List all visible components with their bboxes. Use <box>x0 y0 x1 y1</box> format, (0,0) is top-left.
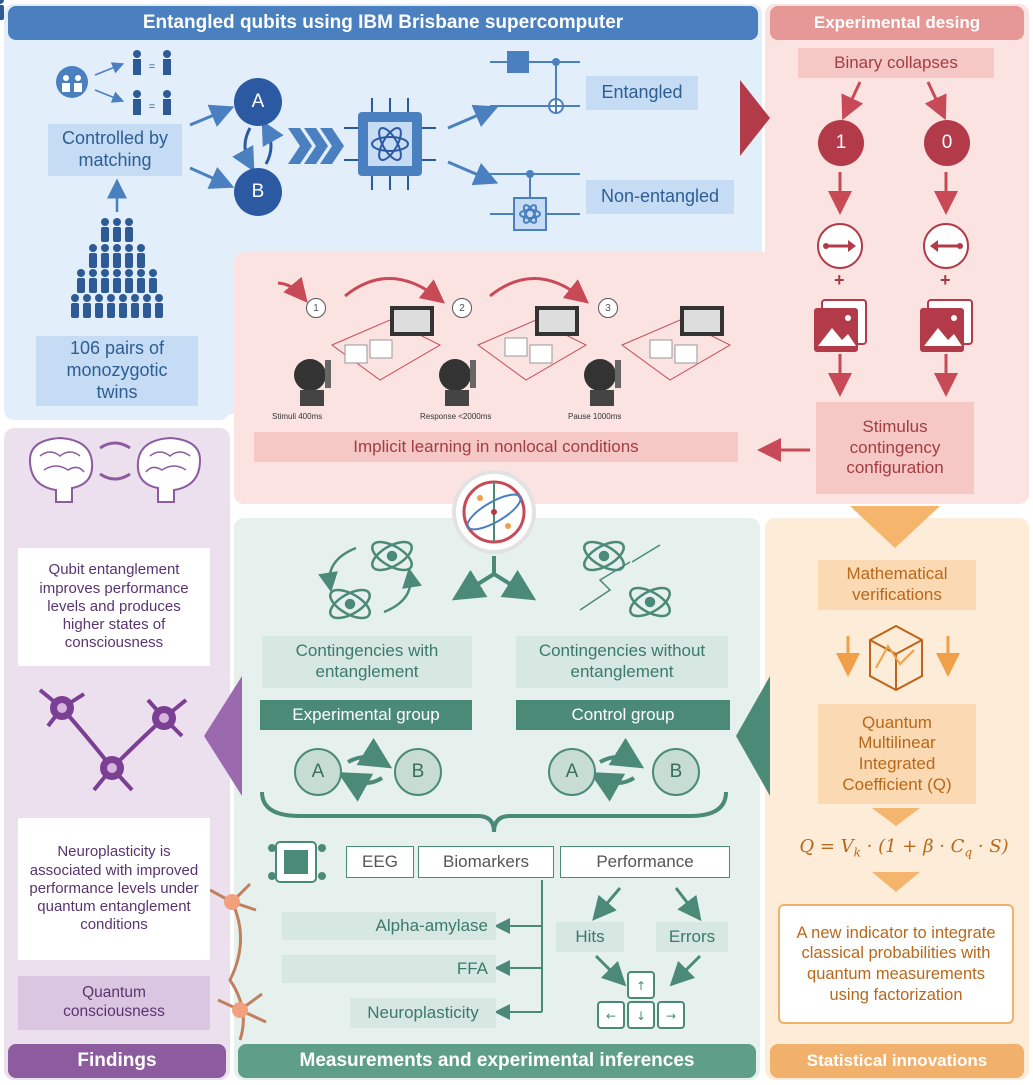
svg-text:↓: ↓ <box>636 1009 646 1023</box>
implicit-learning: Implicit learning in nonlocal conditions <box>254 432 738 462</box>
pause-scene <box>584 306 732 406</box>
non-entangled-circuit-icon <box>490 170 580 231</box>
indicator-box: A new indicator to integrate classical p… <box>778 904 1014 1024</box>
step-2-label: Response <2000ms <box>420 412 492 421</box>
quantum-chip-icon <box>344 98 436 190</box>
purple-panel <box>4 428 230 1080</box>
control-group: Control group <box>516 700 730 730</box>
title-top-left: Entangled qubits using IBM Brisbane supe… <box>8 6 758 40</box>
green-flow-arrow <box>736 676 770 796</box>
left-arrow-circle-icon <box>923 223 969 269</box>
formula-part-1: Q = V <box>799 836 854 857</box>
exp-b: B <box>394 748 442 796</box>
orange-flow-arrow <box>850 506 940 548</box>
qmic-box: Quantum Multilinear Integrated Coefficie… <box>818 704 976 804</box>
collapse-zero: 0 <box>924 120 970 166</box>
title-top-right: Experimental desing <box>770 6 1024 40</box>
biomarkers-box: Biomarkers <box>418 846 554 878</box>
title-findings: Findings <box>8 1044 226 1078</box>
ctrl-a: A <box>548 748 596 796</box>
plus-right: + <box>940 270 951 290</box>
non-entangled-label: Non-entangled <box>586 180 734 214</box>
response-scene <box>439 306 588 406</box>
chevrons-icon <box>288 128 344 164</box>
step-3-label: Pause 1000ms <box>568 412 622 421</box>
finding-quantum-consciousness: Quantum consciousness <box>18 976 210 1030</box>
arrow-keys-icon <box>597 971 685 1029</box>
svg-text:→: → <box>666 1009 676 1023</box>
qubit-a: A <box>234 78 282 126</box>
collapse-one: 1 <box>818 120 864 166</box>
image-icon-right <box>920 299 973 352</box>
formula-sub-k: k <box>853 845 861 860</box>
brains-icon <box>28 436 202 503</box>
image-icon-left <box>814 299 867 352</box>
controlled-by-matching: Controlled by matching <box>48 124 182 176</box>
cube-icon <box>869 624 923 692</box>
ctrl-b: B <box>652 748 700 796</box>
math-verifications: Mathematical verifications <box>818 560 976 610</box>
formula-part-2: · (1 + β · C <box>860 836 965 857</box>
performance-box: Performance <box>560 846 730 878</box>
population-icon <box>0 0 163 318</box>
step-1: 1 <box>306 298 326 318</box>
entangled-label: Entangled <box>586 76 698 110</box>
stimulus-contingency: Stimulus contingency configuration <box>816 402 974 494</box>
brain-chip-icon <box>268 841 326 883</box>
alpha-amylase: Alpha-amylase <box>282 912 496 940</box>
formula-part-3: · S) <box>972 836 1009 857</box>
group-brace <box>260 791 728 833</box>
finding-entanglement: Qubit entanglement improves performance … <box>18 548 210 666</box>
step-1-label: Stimuli 400ms <box>272 412 323 421</box>
formula-sub-q: q <box>964 845 973 860</box>
step-2: 2 <box>452 298 472 318</box>
svg-text:↑: ↑ <box>636 979 646 993</box>
purple-flow-arrow <box>204 676 242 796</box>
stimuli-scene <box>294 306 442 406</box>
errors: Errors <box>656 922 728 952</box>
step-3: 3 <box>598 298 618 318</box>
contingencies-with-entanglement: Contingencies with entanglement <box>262 636 472 688</box>
hits: Hits <box>556 922 624 952</box>
quantum-logo-icon <box>452 470 536 554</box>
svg-text:=: = <box>149 101 155 113</box>
experimental-group: Experimental group <box>260 700 472 730</box>
q-formula: Q = Vk · (1 + β · Cq · S) <box>780 836 1028 860</box>
entangled-atoms-icon <box>318 540 422 620</box>
contingencies-without-entanglement: Contingencies without entanglement <box>516 636 728 688</box>
qubit-b: B <box>234 168 282 216</box>
title-statistical: Statistical innovations <box>770 1044 1024 1078</box>
red-flow-arrow <box>740 80 770 156</box>
twins-count: 106 pairs of monozygotic twins <box>36 336 198 406</box>
entangled-circuit-icon <box>490 51 580 114</box>
binary-collapses: Binary collapses <box>798 48 994 78</box>
non-entangled-atoms-icon <box>579 540 671 618</box>
plus-left: + <box>834 270 845 290</box>
ffa: FFA <box>282 955 496 983</box>
right-arrow-circle-icon <box>817 223 863 269</box>
svg-text:←: ← <box>606 1009 616 1023</box>
neuroplasticity: Neuroplasticity <box>350 998 496 1028</box>
twins-icon: = = <box>56 50 171 115</box>
eeg-box: EEG <box>346 846 414 878</box>
svg-text:=: = <box>149 61 155 73</box>
exp-a: A <box>294 748 342 796</box>
finding-neuroplasticity: Neuroplasticity is associated with impro… <box>18 818 210 960</box>
title-measurements: Measurements and experimental inferences <box>238 1044 756 1078</box>
